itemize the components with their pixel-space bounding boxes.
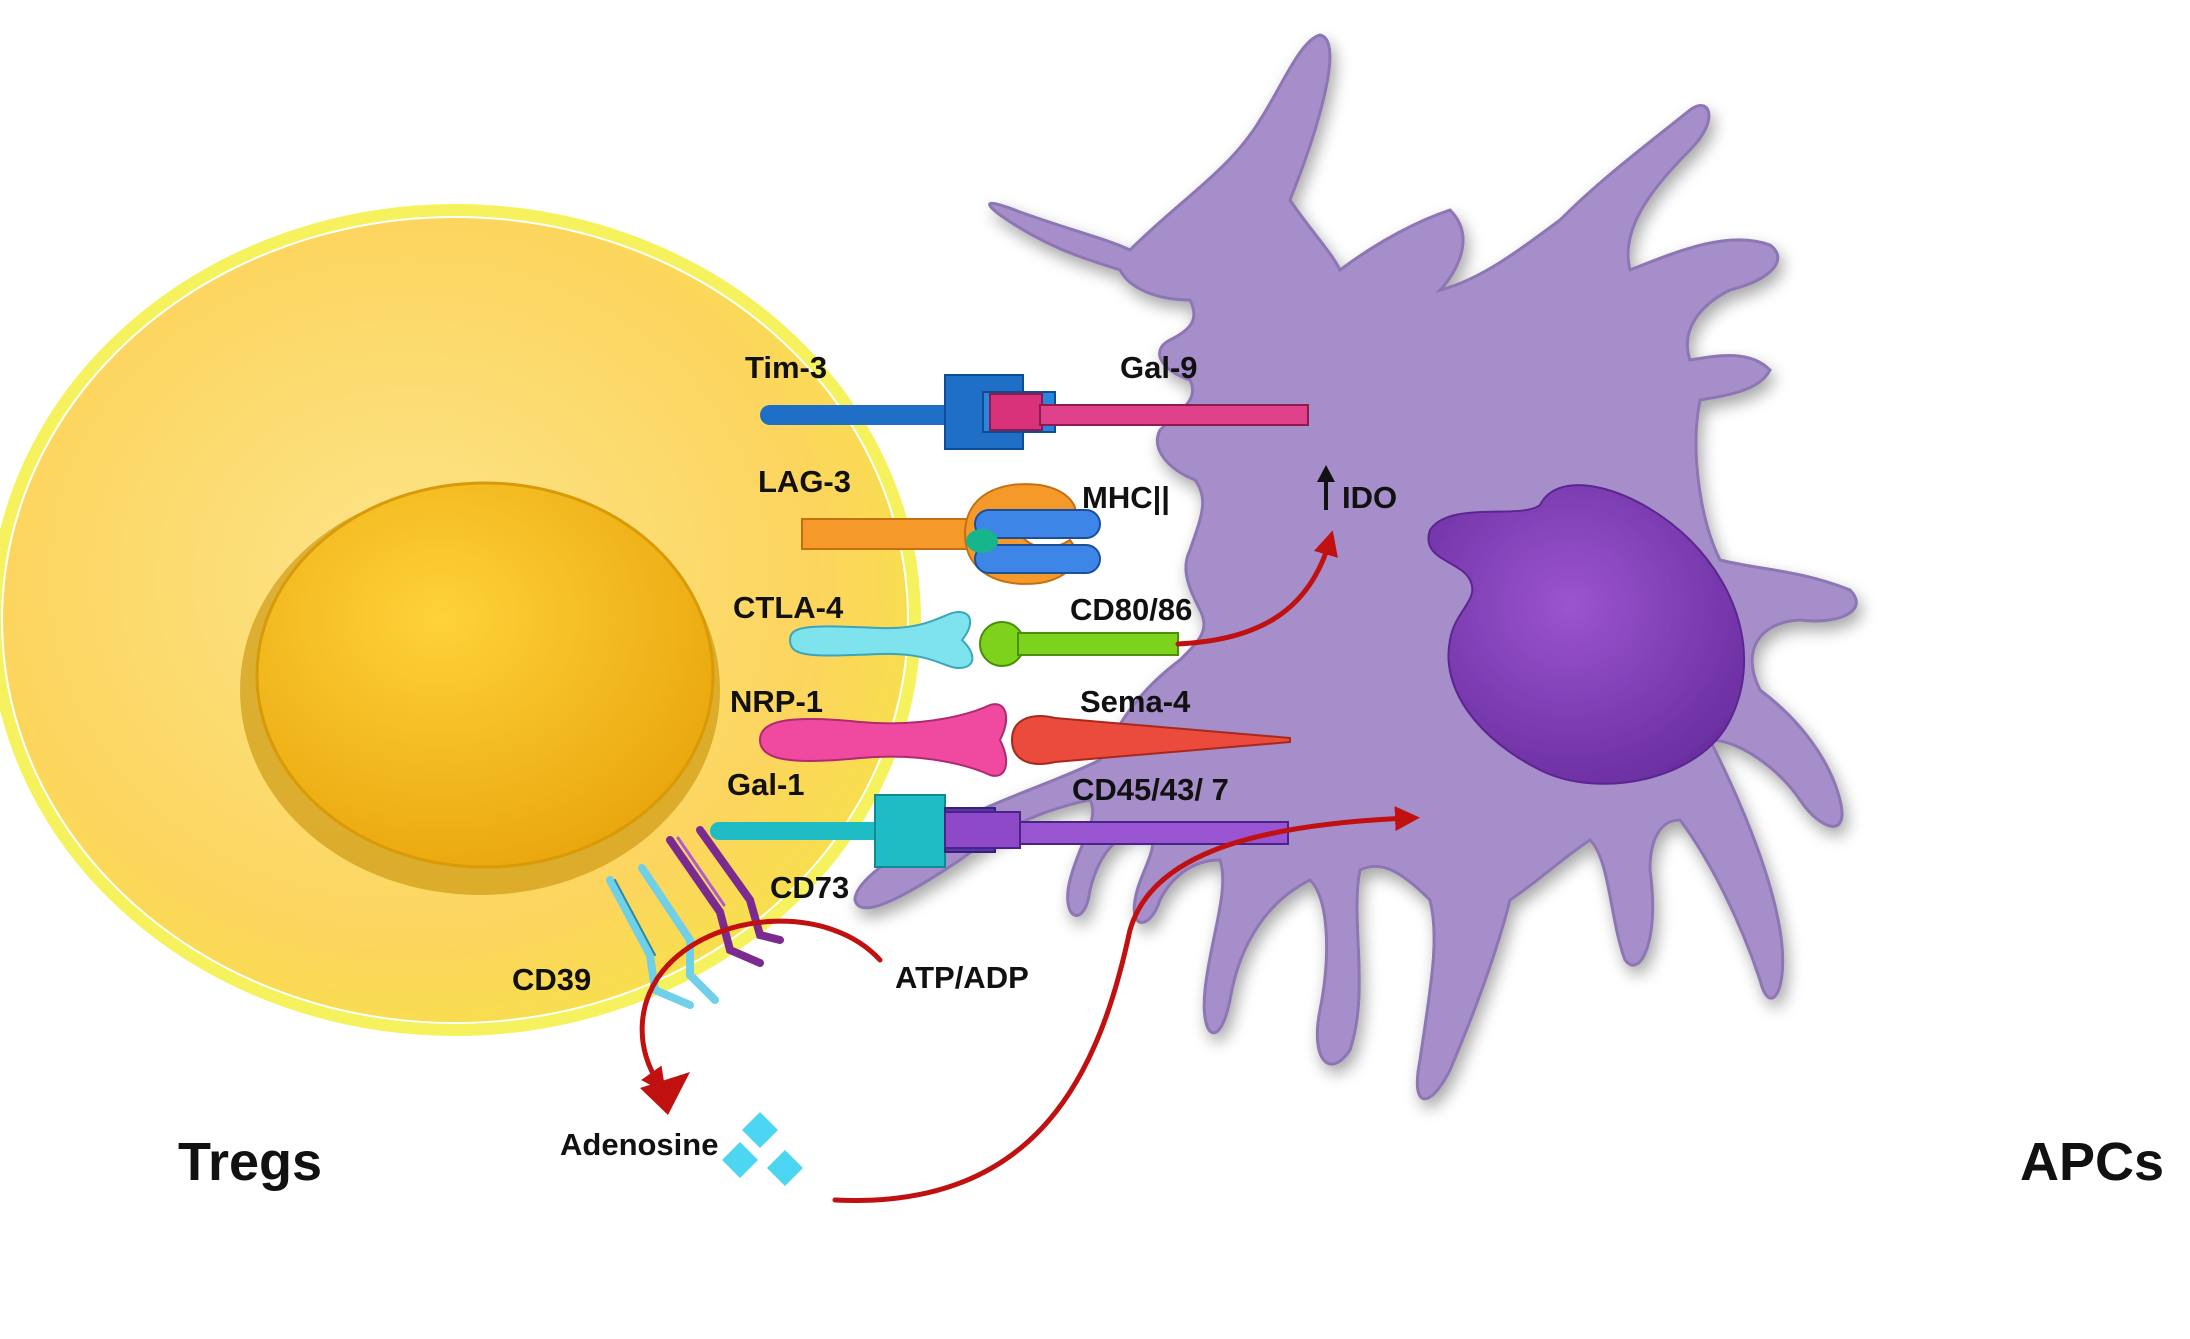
label-tregs: Tregs bbox=[178, 1132, 322, 1192]
treg-nucleus bbox=[255, 481, 715, 869]
treg-cell bbox=[0, 204, 921, 1036]
arrows bbox=[639, 530, 1420, 1203]
label-cd73: CD73 bbox=[770, 870, 849, 905]
mhc2-upper bbox=[974, 509, 1101, 539]
label-gal1: Gal-1 bbox=[727, 767, 805, 802]
nrp1-receptor bbox=[758, 703, 1008, 777]
label-lag3: LAG-3 bbox=[758, 464, 851, 499]
adenosine-molecules bbox=[722, 1112, 803, 1186]
gal9-stalk bbox=[1039, 404, 1309, 426]
cd8086-stalk bbox=[1017, 632, 1179, 656]
tim3-gal9-pair bbox=[760, 374, 1309, 450]
adenosine-dot-3 bbox=[767, 1150, 803, 1186]
adenosine-to-apc-arrow bbox=[832, 806, 1420, 1203]
apc-nucleus bbox=[1427, 484, 1746, 785]
label-cd39: CD39 bbox=[512, 962, 591, 997]
nrp1-sema4-pair bbox=[758, 703, 1291, 777]
lag3-mhc2-pair bbox=[801, 483, 1101, 585]
ctla4-cd8086-pair bbox=[788, 610, 1179, 670]
cd39-strand-1 bbox=[606, 876, 694, 1009]
ido-up-arrow-icon bbox=[1317, 465, 1335, 510]
adenosine-dot-2 bbox=[722, 1142, 758, 1178]
cd73-strand-2 bbox=[696, 826, 784, 944]
gal1-head bbox=[874, 794, 946, 868]
label-ido: IDO bbox=[1342, 480, 1397, 515]
label-atp-adp: ATP/ADP bbox=[895, 960, 1029, 995]
label-gal9: Gal-9 bbox=[1120, 350, 1198, 385]
gal1-cd45-pair bbox=[710, 794, 1289, 868]
mhc2-peptide bbox=[966, 529, 998, 553]
label-tim3: Tim-3 bbox=[745, 350, 827, 385]
cd8086-to-ido-arrow bbox=[1175, 530, 1338, 647]
mhc2-lower bbox=[974, 544, 1101, 574]
adenosine-arrowhead bbox=[640, 1072, 690, 1115]
lag3-stalk bbox=[801, 518, 983, 550]
treg-glow bbox=[0, 204, 921, 1036]
cd39-strand-2 bbox=[638, 864, 719, 1004]
label-sema4: Sema-4 bbox=[1080, 684, 1191, 719]
cd39-enzyme bbox=[606, 864, 719, 1009]
sema4-ligand bbox=[1010, 715, 1291, 765]
adenosine-dot-1 bbox=[742, 1112, 778, 1148]
label-nrp1: NRP-1 bbox=[730, 684, 823, 719]
cd39-strand-3 bbox=[614, 879, 656, 956]
label-cd45: CD45/43/ 7 bbox=[1072, 772, 1229, 807]
atp-to-adenosine-arrow bbox=[639, 918, 883, 1094]
label-cd8086: CD80/86 bbox=[1070, 592, 1192, 627]
label-ctla4: CTLA-4 bbox=[733, 590, 844, 625]
cd45-stalk bbox=[1019, 821, 1289, 845]
cd73-strand-3 bbox=[676, 836, 726, 907]
label-apcs: APCs bbox=[2020, 1132, 2164, 1192]
cd45-head bbox=[944, 811, 1021, 849]
label-adenosine: Adenosine bbox=[560, 1127, 718, 1162]
ctla4-receptor bbox=[788, 610, 974, 670]
label-mhc2: MHC|| bbox=[1082, 480, 1170, 515]
tim3-stalk bbox=[760, 405, 985, 425]
gal9-head bbox=[989, 393, 1043, 431]
